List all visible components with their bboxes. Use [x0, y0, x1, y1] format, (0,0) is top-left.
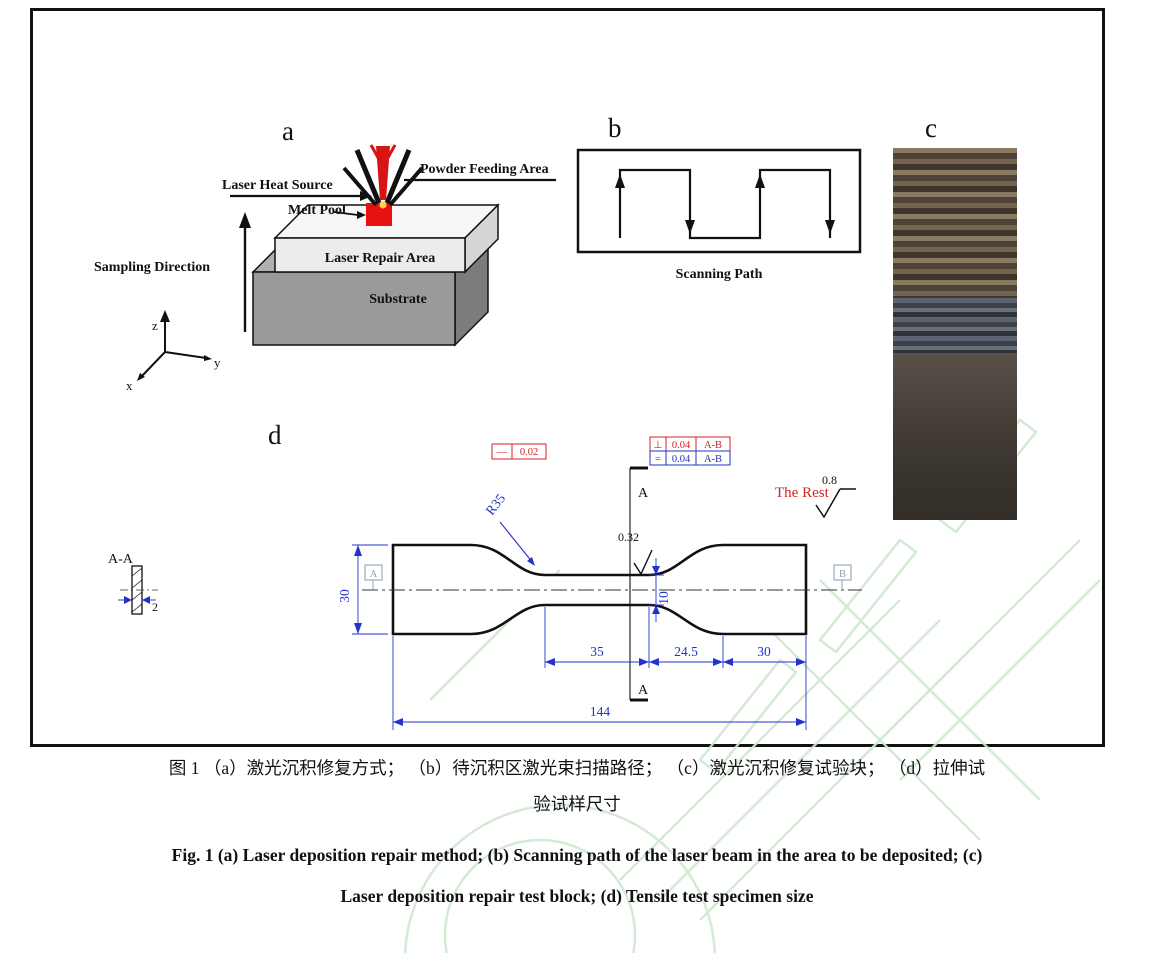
symmetry-datum: A-B [704, 454, 722, 465]
gauge-roughness-value: 0.32 [618, 530, 639, 544]
datum-b-marker: B [833, 564, 852, 590]
photo-deposited-layers [893, 148, 1017, 298]
dim-grip-length: 30 [757, 644, 771, 659]
dim-fillet-length: 24.5 [674, 644, 698, 659]
powder-feeding-area-label: Powder Feeding Area [420, 162, 549, 177]
axis-y-label: y [214, 355, 221, 370]
laser-nozzle-cluster [342, 144, 424, 209]
figure-border-box [30, 8, 1105, 747]
perpendicularity-tolerance-frame: ⊥ 0.04 A-B [649, 436, 731, 452]
the-rest-label: The Rest [775, 485, 830, 501]
section-view-label: A-A [108, 552, 134, 567]
photo-transition-band [893, 298, 1017, 353]
section-cut-label-bottom: A [638, 683, 649, 698]
straightness-tolerance-frame: — 0.02 [491, 443, 547, 460]
straightness-symbol: — [496, 447, 508, 458]
coordinate-axes [137, 310, 212, 381]
dim-fillet-radius: R35 [483, 491, 509, 518]
datum-a-marker: A [364, 564, 383, 590]
perpendicularity-symbol: ⊥ [653, 440, 662, 451]
scanning-path-caption: Scanning Path [676, 267, 763, 282]
panel-b-diagram: b Scanning Path [576, 113, 862, 282]
scanning-area-frame [576, 148, 862, 254]
symmetry-value: 0.04 [672, 454, 691, 465]
perpendicularity-datum: A-B [704, 440, 722, 451]
panel-a-leaders [230, 178, 556, 332]
section-view-a-a: A-A 2 [108, 552, 158, 615]
scanning-path-line [618, 168, 832, 240]
dim-gauge-length: 35 [590, 644, 604, 659]
rest-roughness-symbol-icon [815, 488, 856, 519]
scanning-path-arrows [615, 174, 835, 234]
sampling-direction-label: Sampling Direction [94, 260, 210, 275]
caption-en-line2: Laser deposition repair test block; (d) … [340, 886, 814, 906]
dim-gauge-width: 10 [656, 591, 671, 605]
photo-substrate-region [893, 353, 1017, 520]
caption-zh-line1: 图 1 （a）激光沉积修复方式； （b）待沉积区激光束扫描路径； （c）激光沉积… [168, 758, 986, 778]
dim-total-length: 144 [590, 704, 611, 719]
symmetry-symbol: = [655, 454, 661, 465]
laser-spot [379, 201, 387, 209]
laser-repair-area-label: Laser Repair Area [325, 251, 435, 266]
straightness-value: 0.02 [520, 447, 538, 458]
melt-pool-label: Melt Pool [288, 203, 346, 218]
panel-a-diagram: a [94, 116, 556, 393]
datum-a-label: A [370, 569, 378, 580]
panel-d-label: d [268, 420, 282, 450]
caption-zh-line2: 验试样尺寸 [533, 794, 621, 814]
panel-b-label: b [608, 113, 622, 143]
substrate-label: Substrate [369, 292, 427, 307]
dimension-lines [352, 521, 807, 730]
perpendicularity-value: 0.04 [672, 440, 691, 451]
gauge-roughness-symbol-icon [633, 549, 653, 576]
dim-thickness: 2 [152, 600, 158, 614]
rest-roughness-value: 0.8 [822, 473, 837, 487]
panel-d-drawing: d A A [108, 420, 862, 730]
test-block-photo [893, 148, 1017, 520]
axis-z-label: z [152, 318, 158, 333]
symmetry-tolerance-frame: = 0.04 A-B [649, 450, 731, 466]
axis-x-label: x [126, 378, 133, 393]
dim-grip-width: 30 [337, 589, 352, 603]
laser-heat-source-label: Laser Heat Source [222, 178, 333, 193]
panel-a-label: a [282, 116, 294, 146]
datum-b-label: B [839, 569, 846, 580]
section-cut-line [629, 466, 648, 702]
panel-c-label: c [925, 113, 937, 143]
laser-repair-block [273, 203, 500, 274]
section-cut-label-top: A [638, 486, 649, 501]
caption-en-line1: Fig. 1 (a) Laser deposition repair metho… [171, 845, 983, 865]
melt-pool-region [366, 203, 392, 226]
